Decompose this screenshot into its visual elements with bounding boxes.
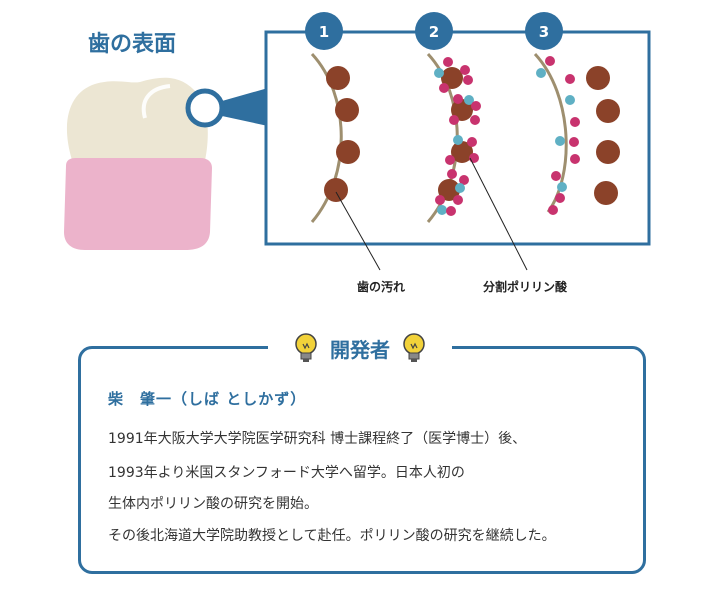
particle: [565, 95, 575, 105]
particle: [459, 175, 469, 185]
particle: [536, 68, 546, 78]
lightbulb-icon: [403, 333, 425, 362]
particle: [434, 68, 444, 78]
stain: [324, 178, 348, 202]
step-number: 1: [319, 23, 329, 41]
particle: [548, 205, 558, 215]
gum: [64, 158, 212, 250]
tooth-surface-title: 歯の表面: [88, 32, 177, 57]
particle: [467, 137, 477, 147]
bio-line: 1991年大阪大学大学院医学研究科 博士課程終了（医学博士）後、: [108, 431, 527, 447]
bio-line: 生体内ポリリン酸の研究を開始。: [108, 496, 318, 512]
particle: [439, 83, 449, 93]
leader-line-poly: [469, 157, 528, 271]
particle: [570, 117, 580, 127]
label-tooth-stain: 歯の汚れ: [357, 280, 406, 294]
step-badge-2: 2: [415, 12, 453, 50]
step-3-particles: [536, 56, 580, 215]
stain: [438, 179, 460, 201]
stain: [596, 99, 620, 123]
particle: [565, 74, 575, 84]
step-badge-3: 3: [525, 12, 563, 50]
bio-line: その後北海道大学院助教授として赴任。ポリリン酸の研究を継続した。: [108, 528, 556, 544]
stain: [336, 140, 360, 164]
particle: [435, 195, 445, 205]
particle: [453, 195, 463, 205]
particle: [446, 206, 456, 216]
particle: [455, 183, 465, 193]
particle: [569, 137, 579, 147]
step-number: 2: [429, 23, 439, 41]
particle: [445, 155, 455, 165]
magnifier-icon: [185, 88, 268, 128]
step-badge-1: 1: [305, 12, 343, 50]
developer-box: [78, 346, 646, 574]
particle: [470, 115, 480, 125]
developer-header: 開発者: [268, 328, 452, 368]
particle: [471, 101, 481, 111]
stain: [326, 66, 350, 90]
stain: [594, 181, 618, 205]
particle: [551, 171, 561, 181]
particle: [545, 56, 555, 66]
stain: [586, 66, 610, 90]
particle: [570, 154, 580, 164]
particle: [437, 205, 447, 215]
stain: [596, 140, 620, 164]
surface-line-1: [310, 52, 343, 223]
stain: [335, 98, 359, 122]
step-2-particles: [434, 57, 481, 216]
tooth-highlight: [141, 84, 171, 119]
step-number: 3: [539, 23, 549, 41]
stain: [441, 67, 463, 89]
label-polyphosphate: 分割ポリリン酸: [483, 280, 568, 294]
particle: [443, 57, 453, 67]
particle: [460, 65, 470, 75]
step-2-stains: [438, 67, 473, 201]
tooth-crown: [66, 77, 208, 165]
developer-title: 開発者: [330, 337, 390, 362]
bio-line: 1993年より米国スタンフォード大学へ留学。日本人初の: [108, 465, 465, 481]
particle: [453, 135, 463, 145]
particle: [449, 115, 459, 125]
lightbulb-icon: [295, 333, 317, 362]
particle: [555, 193, 565, 203]
tooth-illustration: [64, 77, 212, 250]
particle: [555, 136, 565, 146]
step-1-stains: [324, 66, 360, 202]
particle: [557, 182, 567, 192]
developer-name: 柴 肇一（しば としかず）: [108, 390, 307, 408]
particle: [453, 94, 463, 104]
leader-line-stain: [335, 191, 381, 271]
step-3-stains: [586, 66, 620, 205]
particle: [447, 169, 457, 179]
particle: [464, 95, 474, 105]
stain: [451, 141, 473, 163]
tooth-cleaning-diagram: 1 2 3: [64, 12, 651, 271]
particle: [463, 75, 473, 85]
